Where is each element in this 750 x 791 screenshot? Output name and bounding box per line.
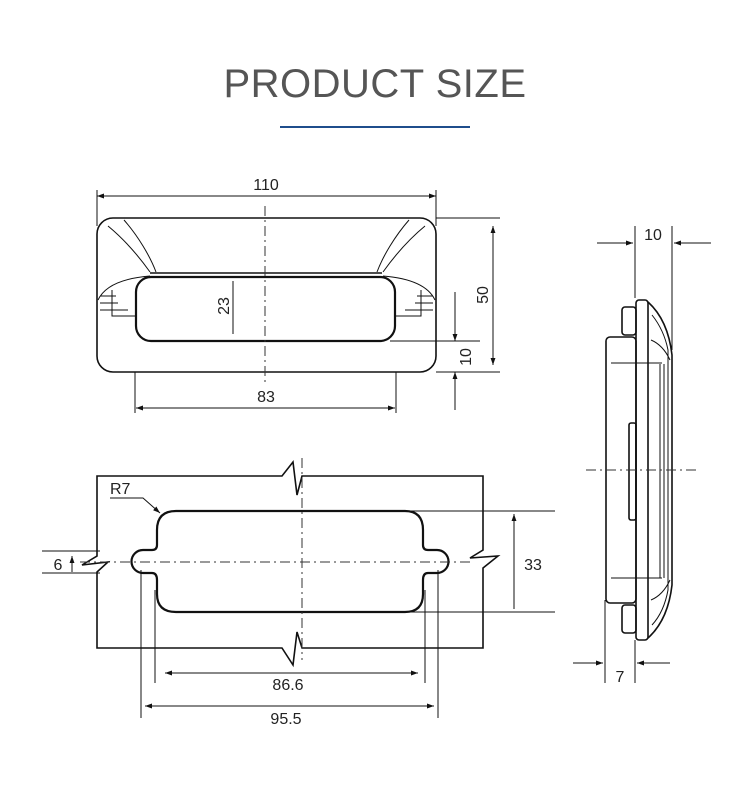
dim-outer-width: 95.5 <box>270 711 301 728</box>
front-view: 110 23 50 10 83 <box>96 177 500 413</box>
dim-cutout-height: 33 <box>524 557 542 574</box>
dim-width: 110 <box>253 177 279 194</box>
dim-inner-width: 86.6 <box>272 677 303 694</box>
cutout-view: R7 6 33 86.6 95.5 <box>42 458 555 728</box>
dim-back-depth: 7 <box>616 669 625 686</box>
handle-outline <box>96 217 437 373</box>
dim-front-depth: 10 <box>644 227 662 244</box>
dim-radius: R7 <box>110 481 131 498</box>
dim-bottom-margin: 10 <box>458 348 475 366</box>
dim-opening-width: 83 <box>257 389 275 406</box>
dim-opening-height: 23 <box>216 297 233 315</box>
page-title: PRODUCT SIZE <box>223 62 527 106</box>
title-underline <box>280 126 470 128</box>
side-view: 10 7 <box>573 226 711 686</box>
dim-lobe-height: 6 <box>54 557 63 574</box>
dim-height: 50 <box>475 286 492 304</box>
